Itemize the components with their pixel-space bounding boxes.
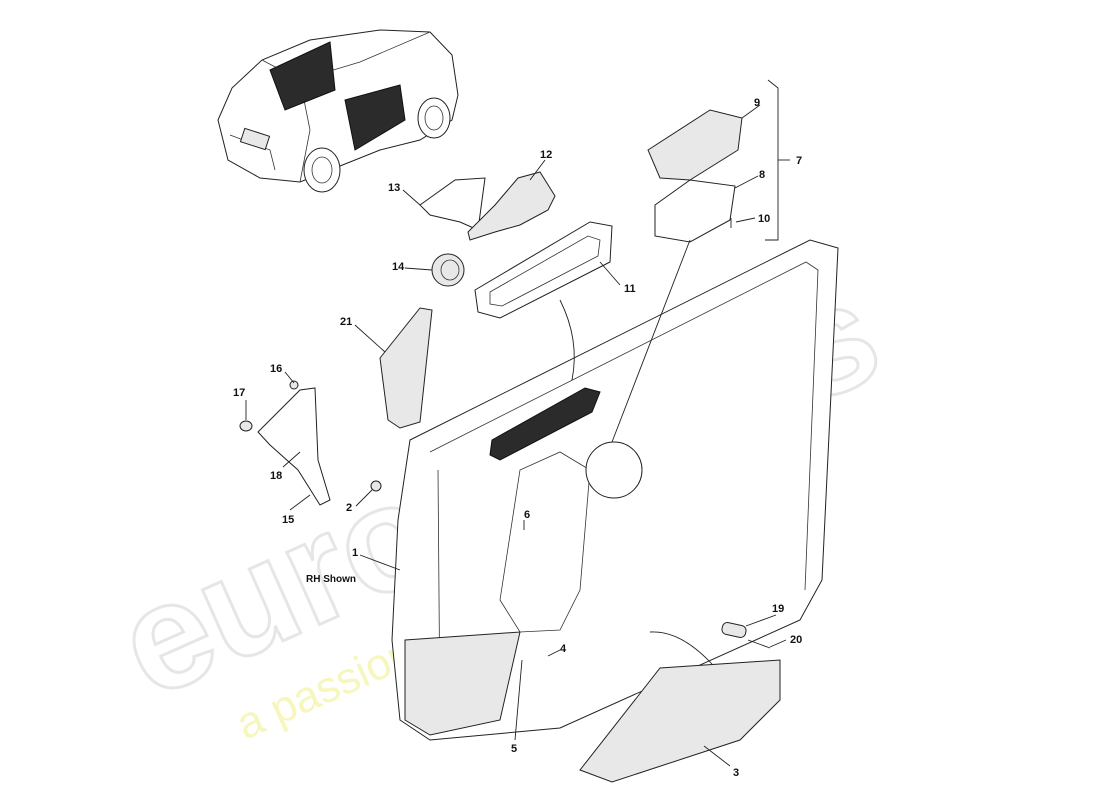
callouts: 9 7 8 10 12 13 14 11 21 16 17 18 15 2 6 …	[233, 97, 802, 779]
callout-14: 14	[392, 261, 405, 273]
part-15-bracket	[257, 387, 331, 506]
callout-1: 1	[352, 547, 358, 559]
callout-21: 21	[340, 316, 352, 328]
part-3-pocket	[579, 659, 781, 783]
callout-16: 16	[270, 363, 282, 375]
part-13-trim	[419, 177, 486, 231]
arrow-pocket	[649, 631, 713, 665]
arrow-switch	[611, 239, 691, 443]
callout-2: 2	[346, 502, 352, 514]
callout-17: 17	[233, 387, 245, 399]
part-8-switches	[654, 179, 736, 243]
callout-12: 12	[540, 149, 552, 161]
callout-10: 10	[758, 213, 770, 225]
car-illustration	[217, 29, 459, 193]
part-14-speaker	[431, 253, 465, 287]
callout-7: 7	[796, 155, 802, 167]
callout-9: 9	[754, 97, 760, 109]
callout-3: 3	[733, 767, 739, 779]
callout-6: 6	[524, 509, 530, 521]
detail-circle	[585, 441, 643, 499]
part-11-surround	[474, 221, 613, 319]
callout-20: 20	[790, 634, 802, 646]
part-20-screw	[747, 639, 771, 649]
part-17-nut	[239, 420, 253, 432]
part-16-screw	[289, 380, 299, 390]
part-21-trim	[379, 307, 433, 429]
callout-11: 11	[624, 283, 636, 295]
note-rh-shown: RH Shown	[306, 574, 356, 585]
part-12-handle	[467, 171, 556, 241]
callout-15: 15	[282, 514, 294, 526]
arrow-handle	[559, 299, 575, 381]
callout-4: 4	[560, 643, 567, 655]
part-2-clip	[370, 480, 382, 492]
leader-lines	[245, 79, 790, 767]
callout-8: 8	[759, 169, 765, 181]
part-9-bezel	[647, 109, 743, 181]
callout-18: 18	[270, 470, 282, 482]
callout-5: 5	[511, 743, 517, 755]
callout-19: 19	[772, 603, 784, 615]
callout-13: 13	[388, 182, 400, 194]
part-19-plug	[721, 622, 747, 638]
